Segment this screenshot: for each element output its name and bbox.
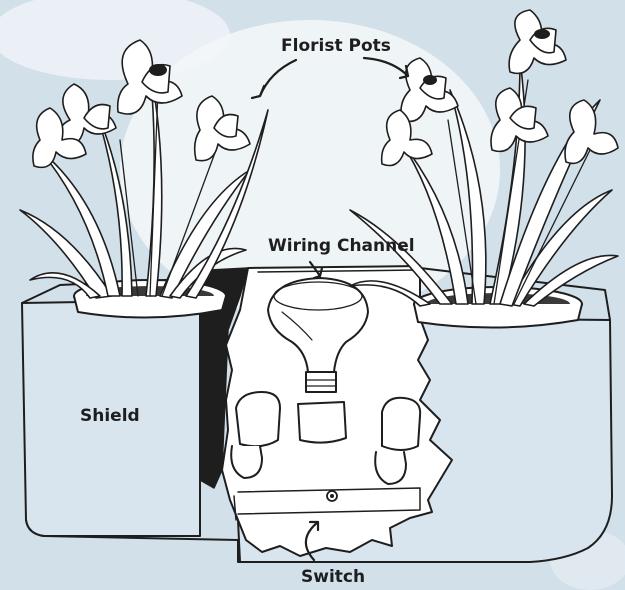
left-flower-1 <box>118 40 182 114</box>
right-flower-5 <box>382 110 432 166</box>
center-socket <box>298 402 346 443</box>
switch-knob <box>327 491 337 501</box>
switch-label: Switch <box>301 569 365 586</box>
arrow-florist-right <box>364 58 408 76</box>
shield-label: Shield <box>80 408 140 425</box>
left-flower-3 <box>195 96 250 161</box>
florist-pots-label: Florist Pots <box>281 38 391 55</box>
right-flower-4 <box>565 100 618 163</box>
right-flower-1 <box>509 10 566 73</box>
wiring-channel-label: Wiring Channel <box>268 238 415 255</box>
arrow-florist-left <box>260 60 296 96</box>
left-daffodils <box>20 40 268 298</box>
left-flower-2 <box>59 84 116 145</box>
